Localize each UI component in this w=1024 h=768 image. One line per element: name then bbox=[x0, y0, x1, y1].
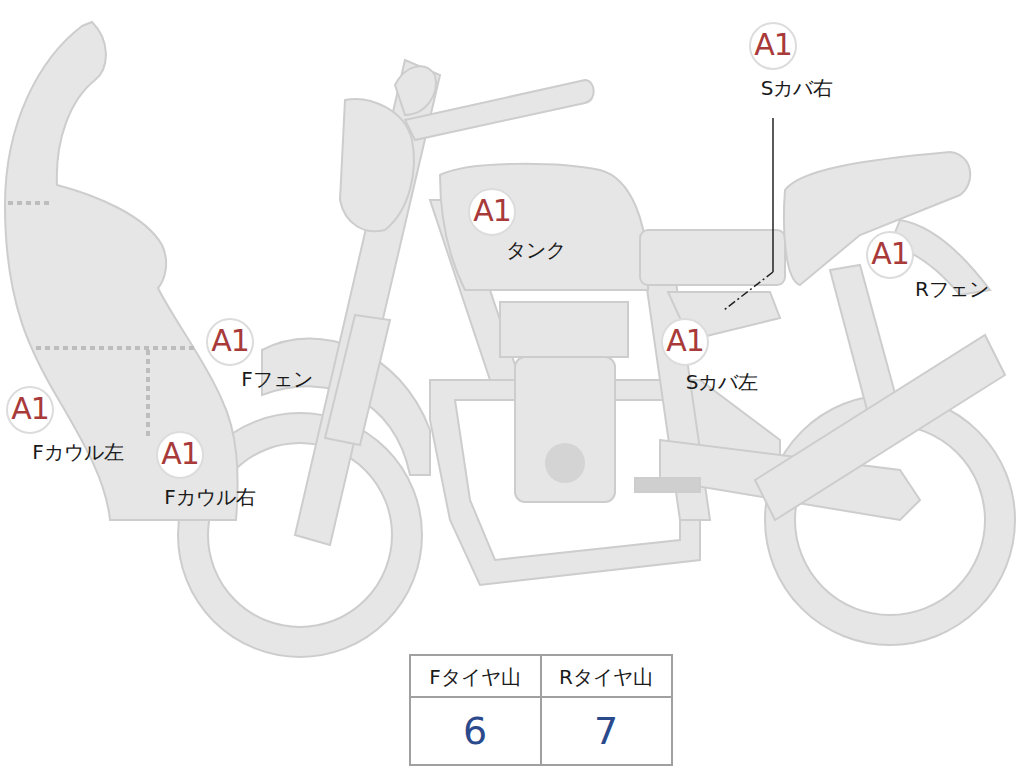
damage-code: A1 bbox=[211, 326, 249, 356]
damage-code: A1 bbox=[666, 326, 704, 356]
damage-marker: A1Rフェン bbox=[866, 231, 914, 279]
headlight bbox=[340, 99, 414, 231]
damage-marker: A1Fカウル左 bbox=[6, 386, 54, 434]
fairing-seam bbox=[36, 346, 195, 350]
part-name: Sカバ左 bbox=[686, 371, 759, 393]
damage-marker: A1Fカウル右 bbox=[156, 431, 204, 479]
damage-code: A1 bbox=[11, 394, 49, 424]
part-name: タンク bbox=[506, 239, 566, 261]
mirror bbox=[395, 66, 436, 115]
part-name: Rフェン bbox=[915, 278, 989, 300]
front-fairing bbox=[5, 22, 238, 520]
part-name: Fカウル右 bbox=[164, 486, 256, 508]
tread-table bbox=[410, 655, 672, 765]
table-header: Rタイヤ山 bbox=[559, 666, 653, 688]
leader-line bbox=[772, 118, 774, 272]
engine-cover bbox=[545, 443, 585, 483]
fairing-seam bbox=[146, 350, 150, 438]
damage-marker: A1Sカバ右 bbox=[749, 22, 797, 70]
damage-marker: A1Fフェン bbox=[206, 318, 254, 366]
part-name: Fフェン bbox=[241, 368, 313, 390]
damage-code: A1 bbox=[871, 239, 909, 269]
exhaust bbox=[755, 335, 1005, 520]
damage-marker: A1Sカバ左 bbox=[661, 318, 709, 366]
leader-line bbox=[724, 272, 773, 310]
part-name: Fカウル左 bbox=[32, 441, 124, 463]
table-rule bbox=[540, 655, 542, 765]
engine-block bbox=[515, 357, 615, 502]
damage-code: A1 bbox=[473, 196, 511, 226]
fork-slider bbox=[325, 315, 390, 445]
table-value: 6 bbox=[463, 711, 487, 753]
fuel-tank bbox=[440, 164, 648, 290]
fairing-seam bbox=[8, 201, 50, 205]
footpeg bbox=[635, 478, 700, 492]
damage-marker: A1タンク bbox=[468, 188, 516, 236]
damage-code: A1 bbox=[161, 439, 199, 469]
damage-code: A1 bbox=[754, 30, 792, 60]
part-name: Sカバ右 bbox=[761, 77, 834, 99]
engine-head bbox=[500, 302, 628, 357]
table-value: 7 bbox=[594, 711, 618, 753]
table-header: Fタイヤ山 bbox=[429, 666, 521, 688]
seat-front bbox=[640, 230, 785, 285]
